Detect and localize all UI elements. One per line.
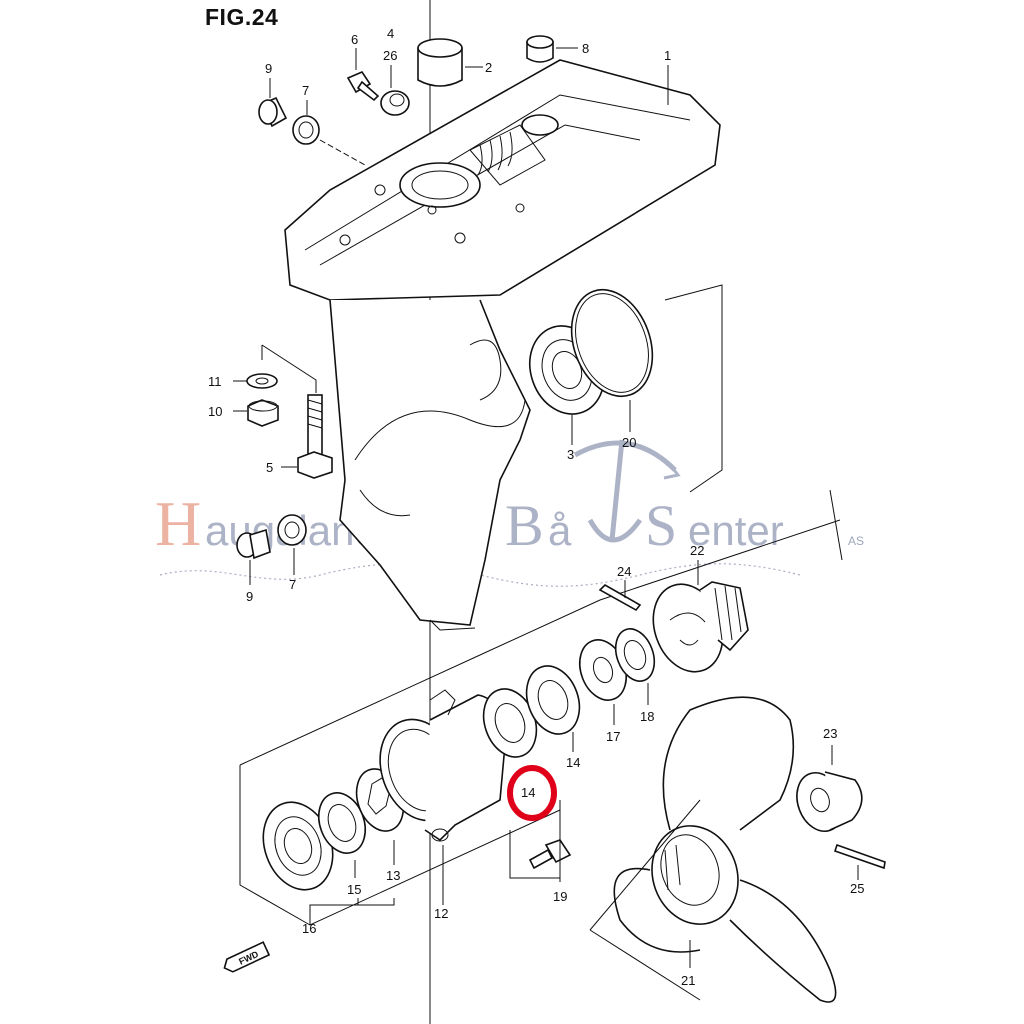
figure-title: FIG.24 xyxy=(205,4,279,30)
nut-part-10 xyxy=(233,399,279,427)
watermark-suffix: AS xyxy=(848,534,864,548)
fwd-arrow-icon: FWD xyxy=(223,941,271,973)
label-part-7-lower: 7 xyxy=(289,577,296,592)
cap-part-8 xyxy=(526,35,578,63)
label-part-6: 6 xyxy=(351,32,358,47)
pin-part-24 xyxy=(598,580,642,612)
bearing-part-15 xyxy=(317,792,367,878)
nut-part-23 xyxy=(796,745,863,832)
label-part-12: 12 xyxy=(434,906,448,921)
label-part-19: 19 xyxy=(553,889,567,904)
label-part-25: 25 xyxy=(850,881,864,896)
bearing-part-14b xyxy=(525,665,581,752)
label-part-24: 24 xyxy=(617,564,631,579)
label-part-18: 18 xyxy=(640,709,654,724)
label-part-16: 16 xyxy=(302,921,316,936)
screw-part-6 xyxy=(346,48,380,102)
watermark-letter-b: B xyxy=(505,493,544,558)
gear-part-22 xyxy=(652,560,749,673)
plug-part-9-top xyxy=(258,78,288,128)
label-part-11: 11 xyxy=(208,374,222,389)
label-part-26: 26 xyxy=(383,48,397,63)
label-part-20: 20 xyxy=(622,435,636,450)
gasket-part-7-top xyxy=(292,100,366,166)
label-part-9-top: 9 xyxy=(265,61,272,76)
cotter-pin-part-25 xyxy=(833,843,886,880)
propeller-part-21 xyxy=(589,696,837,1003)
label-part-5: 5 xyxy=(266,460,273,475)
plug-part-9-lower xyxy=(236,528,271,585)
label-part-4: 4 xyxy=(387,26,394,41)
bolt-part-19 xyxy=(509,800,572,882)
anchor-icon xyxy=(573,439,681,543)
label-part-3: 3 xyxy=(567,447,574,462)
bolt-part-5 xyxy=(261,344,333,479)
sleeve-part-2 xyxy=(417,38,483,87)
label-part-13: 13 xyxy=(386,868,400,883)
label-part-17: 17 xyxy=(606,729,620,744)
washer-part-11 xyxy=(233,373,278,389)
label-part-14-right: 14 xyxy=(566,755,580,770)
bearing-part-16 xyxy=(262,801,334,891)
label-part-14-highlighted: 14 xyxy=(521,785,535,800)
bush-part-4-26 xyxy=(380,65,410,116)
label-part-15: 15 xyxy=(347,882,361,897)
shim-part-18 xyxy=(614,628,656,705)
watermark: H augaland B å S enter AS xyxy=(155,439,864,587)
label-part-23: 23 xyxy=(823,726,837,741)
watermark-letter-h: H xyxy=(155,488,201,559)
label-part-22: 22 xyxy=(690,543,704,558)
gearcase-housing xyxy=(284,59,721,631)
watermark-word-2: å xyxy=(548,507,572,554)
carrier-part-12 xyxy=(379,689,506,905)
gasket-part-7-lower xyxy=(277,514,307,575)
part-number-labels: 1 2 8 6 4 26 9 7 11 10 5 3 20 9 7 24 22 … xyxy=(208,26,864,988)
watermark-letter-s: S xyxy=(645,493,677,558)
label-part-10: 10 xyxy=(208,404,222,419)
watermark-word-3: enter xyxy=(688,507,784,554)
label-part-7-top: 7 xyxy=(302,83,309,98)
highlight-circle-part-14 xyxy=(507,765,557,821)
label-part-2: 2 xyxy=(485,60,492,75)
washer-part-17 xyxy=(578,639,628,725)
label-part-9-lower: 9 xyxy=(246,589,253,604)
label-part-1: 1 xyxy=(664,48,671,63)
label-part-21: 21 xyxy=(681,973,695,988)
o-ring-part-20 xyxy=(570,288,654,432)
label-part-8: 8 xyxy=(582,41,589,56)
